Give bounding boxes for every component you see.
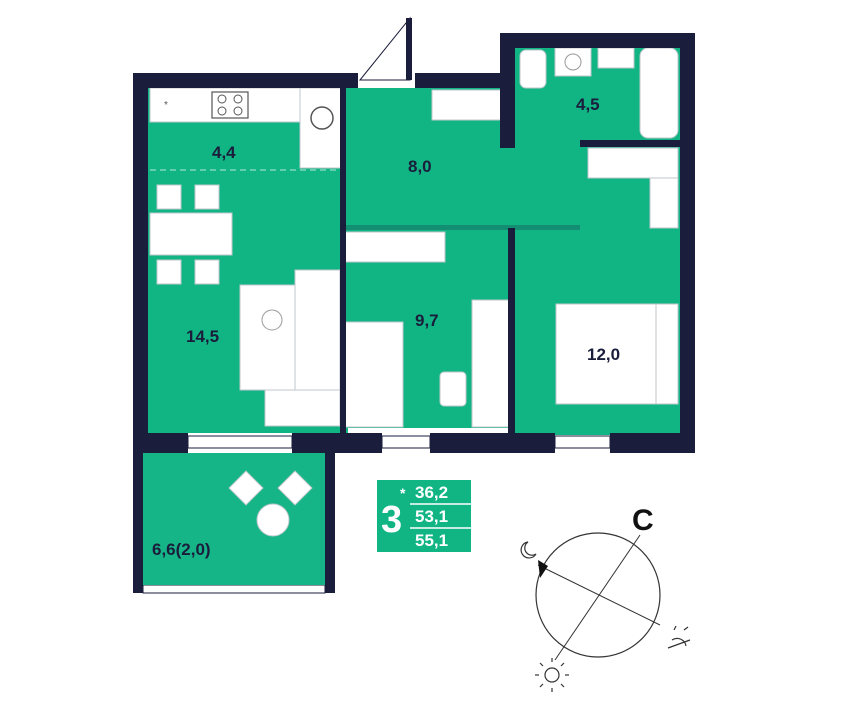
chair — [194, 259, 220, 285]
balcony-furniture — [228, 470, 313, 537]
sink-icon — [310, 106, 334, 130]
bathroom-fixtures — [519, 47, 679, 139]
double-bed — [555, 303, 657, 405]
room-area-hall: 8,0 — [408, 157, 432, 176]
moon-icon — [520, 541, 537, 559]
sofa — [239, 269, 341, 427]
stove-icon — [211, 91, 249, 119]
walls — [133, 33, 695, 593]
room-area-kitchen: 4,4 — [212, 143, 236, 162]
compass-north-letter: С — [632, 504, 654, 537]
bed-single — [344, 321, 404, 428]
bathtub-icon — [639, 47, 679, 139]
living-area-value: 36,2 — [415, 483, 448, 502]
bedroom-wardrobe — [587, 147, 679, 179]
hall-wardrobe — [431, 89, 511, 121]
room-area-bathroom: 4,5 — [576, 95, 600, 114]
chair — [277, 470, 313, 506]
total-with-balcony-value: 55,1 — [415, 531, 448, 550]
room-area-study: 9,7 — [415, 311, 439, 330]
shelf — [471, 299, 511, 428]
compass-arrow-icon — [538, 560, 548, 578]
compass: С — [520, 504, 691, 692]
bedroom-furniture — [555, 147, 679, 405]
study-furniture — [344, 231, 511, 428]
coffee-table — [239, 284, 296, 391]
toilet-icon — [519, 49, 547, 89]
chair — [194, 184, 220, 210]
balcony-fill — [143, 453, 325, 585]
desk-chair — [439, 371, 467, 407]
chair — [156, 259, 182, 285]
wardrobe — [344, 231, 446, 263]
room-area-bedroom: 12,0 — [587, 345, 620, 364]
summary-badge: 3 * 36,2 53,1 55,1 — [377, 480, 471, 552]
entrance-door — [358, 16, 415, 88]
sunset-icon — [667, 625, 691, 649]
chair — [156, 184, 182, 210]
room-count-mark: * — [400, 485, 406, 501]
badge-background — [377, 480, 471, 552]
total-area-value: 53,1 — [415, 507, 448, 526]
windows — [142, 435, 611, 594]
dining-set — [149, 184, 233, 285]
round-table — [256, 503, 290, 537]
sun-icon — [535, 658, 569, 692]
chair — [228, 470, 264, 506]
fridge-mark: * — [164, 100, 168, 111]
washbasin-icon — [554, 47, 592, 77]
sink-cabinet — [597, 47, 635, 69]
dining-table — [149, 212, 233, 256]
room-area-balcony: 6,6(2,0) — [152, 540, 211, 559]
room-count: 3 — [381, 499, 402, 541]
room-area-living-room: 14,5 — [186, 327, 219, 346]
